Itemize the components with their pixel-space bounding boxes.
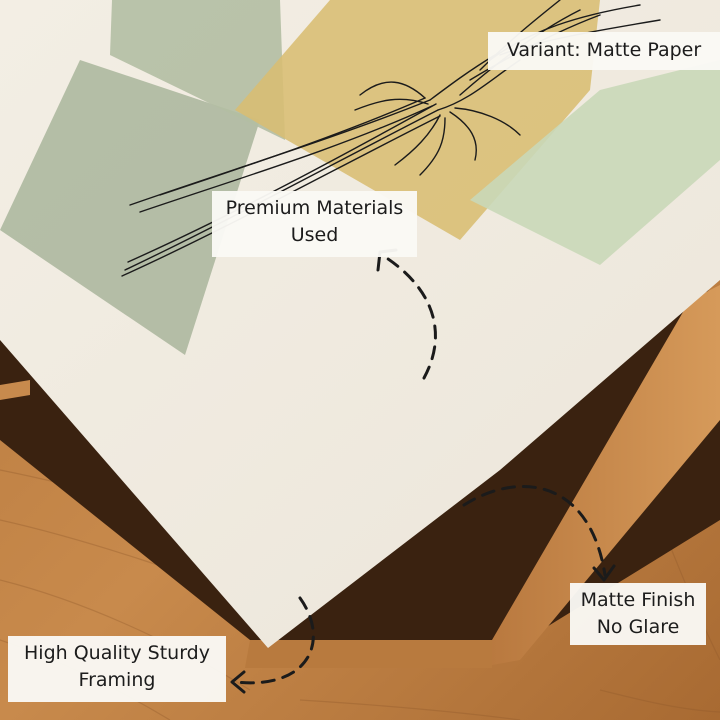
- matte-line-1: Matte Finish: [580, 589, 696, 611]
- frame-left-rim: [0, 380, 30, 400]
- variant-label: Variant: Matte Paper: [506, 39, 702, 61]
- sage-block: [0, 60, 260, 355]
- framing-line-2: Framing: [78, 669, 156, 691]
- premium-line-1: Premium Materials: [225, 197, 404, 219]
- premium-materials-callout: Premium Materials Used: [212, 191, 417, 257]
- variant-callout: Variant: Matte Paper: [488, 32, 720, 70]
- matte-finish-callout: Matte Finish No Glare: [570, 583, 706, 645]
- framing-callout: High Quality Sturdy Framing: [8, 636, 226, 702]
- frame-right-rim: [492, 285, 720, 665]
- frame-front-rim: [245, 640, 492, 668]
- premium-line-2: Used: [290, 224, 339, 246]
- matte-line-2: No Glare: [596, 616, 680, 638]
- dashed-curved-arrow-icon: [233, 253, 607, 685]
- framing-line-1: High Quality Sturdy: [24, 642, 210, 664]
- mint-block: [470, 60, 720, 265]
